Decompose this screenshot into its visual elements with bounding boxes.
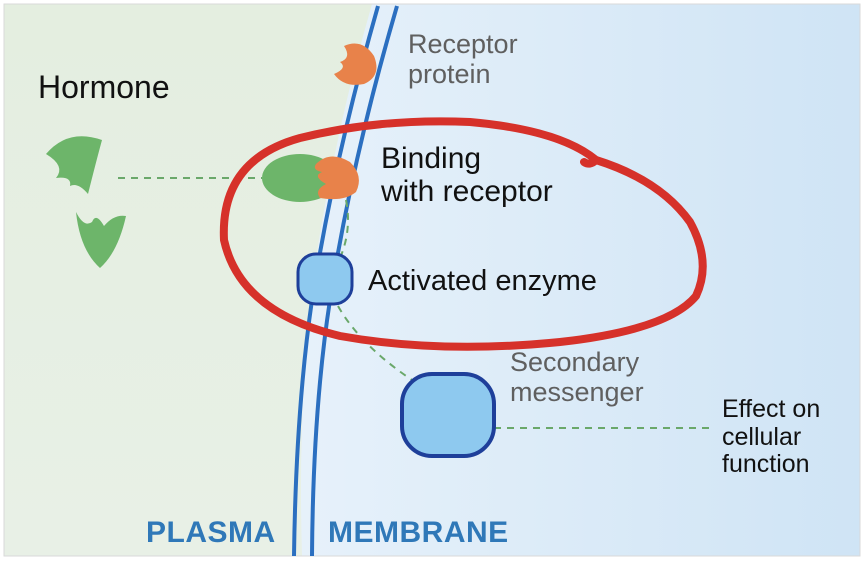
- highlight-circle-annotation: [219, 117, 707, 351]
- hormone-label: Hormone: [38, 69, 170, 105]
- enzyme-to-messenger-line: [337, 305, 413, 381]
- activated-enzyme-icon: [296, 252, 354, 306]
- bound-receptor-icon: [314, 156, 359, 200]
- membrane-label: MEMBRANE: [328, 516, 509, 549]
- activated-enzyme-label: Activated enzyme: [368, 265, 597, 297]
- binding-with-receptor-label: Binding with receptor: [381, 142, 553, 208]
- figure-border: [3, 3, 861, 557]
- plasma-label: PLASMA: [146, 516, 276, 549]
- hormone-molecule-icon: [46, 136, 102, 194]
- receptor-protein-icon: [334, 43, 377, 85]
- secondary-messenger-label: Secondary messenger: [510, 347, 644, 407]
- secondary-messenger-icon: [400, 372, 496, 458]
- hormone-molecule-icon: [76, 212, 126, 268]
- receptor-to-enzyme-line: [339, 199, 349, 259]
- receptor-protein-label: Receptor protein: [408, 29, 518, 89]
- effect-on-cellular-function-label: Effect on cellular function: [722, 395, 821, 478]
